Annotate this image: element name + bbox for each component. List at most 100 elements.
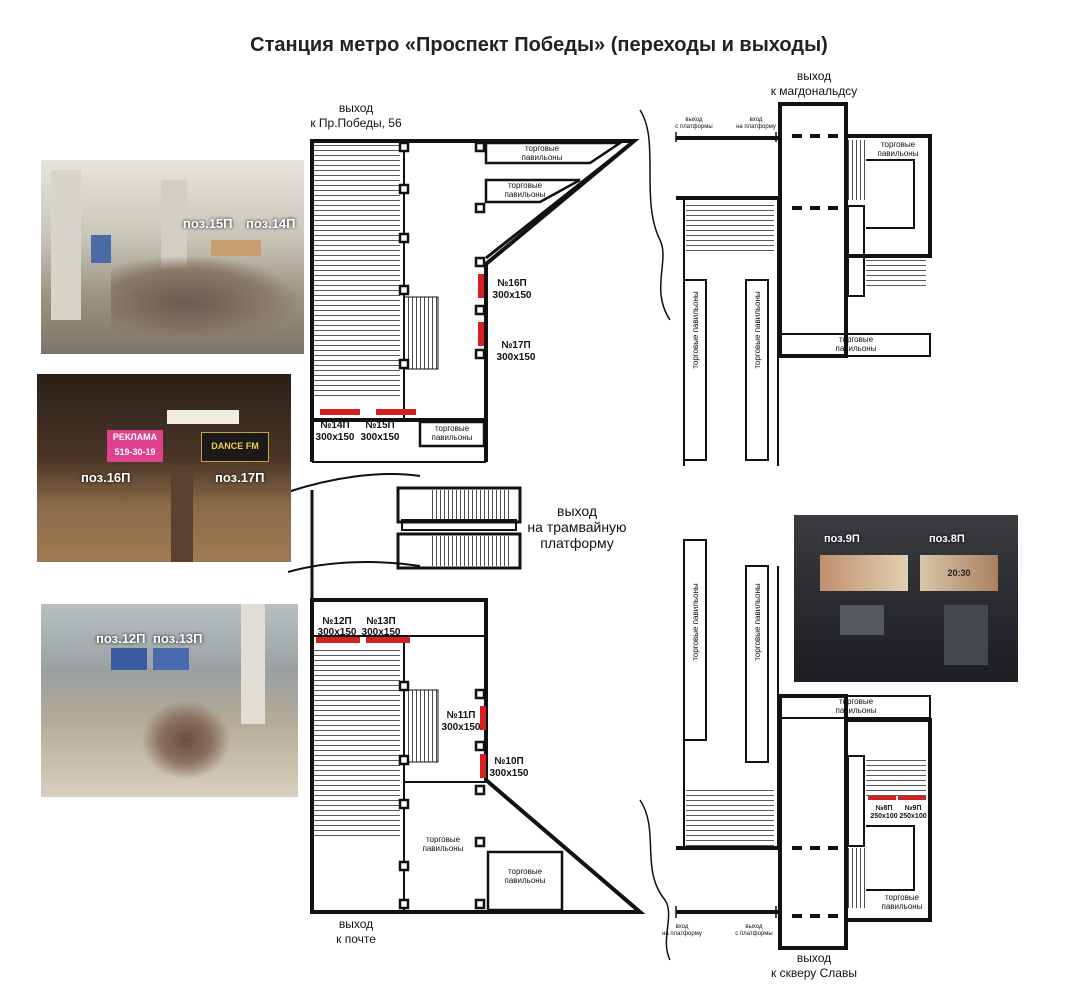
svg-text:вход: вход bbox=[750, 117, 763, 123]
photo1-tag-15: поз.15П bbox=[183, 216, 233, 231]
svg-text:торговые: торговые bbox=[525, 144, 560, 153]
stairs-upper-left bbox=[314, 145, 400, 397]
svg-text:павильоны: павильоны bbox=[836, 344, 877, 353]
svg-text:выход: выход bbox=[339, 917, 373, 931]
svg-text:торговые: торговые bbox=[508, 181, 543, 190]
svg-text:№15П: №15П bbox=[365, 420, 394, 431]
photo2-tag-16: поз.16П bbox=[81, 470, 131, 485]
ad-markers-upper bbox=[320, 274, 484, 415]
svg-text:торговые: торговые bbox=[885, 893, 920, 902]
svg-text:300х150: 300х150 bbox=[493, 290, 532, 301]
svg-text:торговые: торговые bbox=[839, 697, 874, 706]
svg-text:торговые: торговые bbox=[435, 424, 470, 433]
svg-text:на платформу: на платформу bbox=[662, 931, 702, 937]
stairs-upper-left-small bbox=[403, 296, 439, 370]
exit-label-mcd: выход к магдональдсу bbox=[771, 69, 858, 98]
svg-text:торговые: торговые bbox=[426, 835, 461, 844]
svg-text:выход: выход bbox=[557, 503, 597, 519]
exit-label-pobedy: выход к Пр.Победы, 56 bbox=[310, 101, 402, 130]
break-line-1 bbox=[287, 473, 421, 493]
svg-text:300х150: 300х150 bbox=[497, 352, 536, 363]
svg-text:павильоны: павильоны bbox=[878, 149, 919, 158]
svg-text:с платформы: с платформы bbox=[735, 931, 772, 937]
tram-exit bbox=[310, 486, 522, 600]
svg-text:300х150: 300х150 bbox=[361, 432, 400, 443]
svg-text:№17П: №17П bbox=[501, 340, 530, 351]
svg-text:выход: выход bbox=[745, 924, 763, 930]
svg-text:павильоны: павильоны bbox=[423, 844, 464, 853]
svg-text:с платформы: с платформы bbox=[675, 124, 712, 130]
screen-advert-label: РЕКЛАМА bbox=[112, 432, 158, 442]
svg-text:торговые: торговые bbox=[839, 335, 874, 344]
svg-text:№14П: №14П bbox=[320, 420, 349, 431]
svg-text:павильоны: павильоны bbox=[505, 190, 546, 199]
svg-text:торговые: торговые bbox=[508, 867, 543, 876]
svg-text:платформу: платформу bbox=[540, 535, 614, 551]
photo4-tag-8: поз.8П bbox=[929, 533, 965, 545]
screen-advert-phone: 519-30-19 bbox=[114, 447, 156, 457]
svg-text:300х150: 300х150 bbox=[442, 722, 481, 733]
columns-lower bbox=[398, 680, 486, 910]
svg-text:павильоны: павильоны bbox=[836, 706, 877, 715]
svg-text:250х100: 250х100 bbox=[870, 813, 897, 820]
svg-text:№11П: №11П bbox=[447, 710, 476, 721]
svg-text:№13П: №13П bbox=[366, 616, 395, 627]
svg-text:250х100: 250х100 bbox=[899, 813, 926, 820]
pavilion-vertical-2: торговые павильоны bbox=[753, 291, 762, 369]
svg-text:к Пр.Победы, 56: к Пр.Победы, 56 bbox=[310, 116, 402, 130]
svg-text:№16П: №16П bbox=[497, 278, 526, 289]
diagonal-wall-upper bbox=[485, 139, 635, 260]
svg-text:300х150: 300х150 bbox=[316, 432, 355, 443]
svg-text:№10П: №10П bbox=[494, 756, 523, 767]
svg-text:выход: выход bbox=[685, 117, 703, 123]
svg-text:выход: выход bbox=[797, 951, 831, 965]
photo-positions-15-14: поз.15П поз.14П bbox=[41, 160, 304, 354]
photo4-tag-9: поз.9П bbox=[824, 533, 860, 545]
photo-positions-9-8: 20:30 поз.9П поз.8П bbox=[794, 515, 1018, 682]
square-exit-block bbox=[778, 694, 932, 950]
svg-text:выход: выход bbox=[797, 69, 831, 83]
exit-label-tram: выход на трамвайную платформу bbox=[527, 503, 626, 551]
photo1-tag-14: поз.14П bbox=[246, 216, 296, 231]
svg-text:торговые: торговые bbox=[881, 140, 916, 149]
svg-text:павильоны: павильоны bbox=[882, 902, 923, 911]
svg-text:№9П: №9П bbox=[905, 804, 922, 812]
screen-dance-label: DANCE bbox=[211, 441, 244, 451]
break-right-2 bbox=[639, 799, 671, 961]
svg-text:№8П: №8П bbox=[876, 804, 893, 812]
svg-text:павильоны: павильоны bbox=[432, 433, 473, 442]
svg-text:павильоны: павильоны bbox=[505, 876, 546, 885]
photo3-tag-13: поз.13П bbox=[153, 631, 203, 646]
svg-text:300х150: 300х150 bbox=[362, 627, 401, 638]
photo2-tag-17: поз.17П bbox=[215, 470, 265, 485]
svg-text:300х150: 300х150 bbox=[318, 627, 357, 638]
photo-positions-12-13: поз.12П поз.13П bbox=[41, 604, 298, 797]
svg-text:на платформу: на платформу bbox=[736, 124, 776, 130]
svg-text:выход: выход bbox=[339, 101, 373, 115]
svg-text:к магдональдсу: к магдональдсу bbox=[771, 84, 858, 98]
columns-upper bbox=[398, 141, 486, 370]
break-right-1 bbox=[639, 109, 671, 321]
stairs-lower-left bbox=[314, 650, 400, 840]
